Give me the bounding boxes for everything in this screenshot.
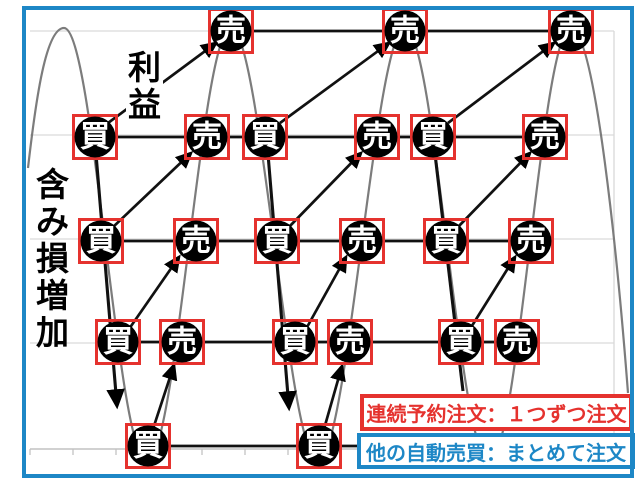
profit-arrow <box>447 41 557 125</box>
profit-arrow <box>279 41 392 125</box>
sell-glyph: 売 <box>186 116 228 158</box>
buy-glyph: 買 <box>274 321 316 363</box>
unrealized-loss-label: 含み損増加 <box>36 166 69 351</box>
kanji-char: 含 <box>36 166 69 203</box>
buy-marker: 買 <box>72 114 118 160</box>
kanji-char: 損 <box>36 240 69 277</box>
kanji-char: み <box>36 203 69 240</box>
profit-arrow <box>304 254 348 330</box>
buy-marker: 買 <box>78 218 124 264</box>
sell-glyph: 売 <box>510 220 552 262</box>
profit-arrow <box>151 362 178 430</box>
sell-glyph: 売 <box>496 321 538 363</box>
sell-marker: 売 <box>159 319 205 365</box>
kanji-char: 増 <box>36 277 69 314</box>
sell-glyph: 売 <box>175 220 217 262</box>
buy-marker: 買 <box>125 423 171 469</box>
loss-arrow <box>94 153 125 410</box>
buy-marker: 買 <box>410 114 456 160</box>
buy-marker: 買 <box>254 218 300 264</box>
buy-glyph: 買 <box>80 220 122 262</box>
buy-marker: 買 <box>242 114 288 160</box>
buy-glyph: 買 <box>298 425 340 467</box>
sell-marker: 売 <box>354 114 400 160</box>
buy-marker: 買 <box>296 423 342 469</box>
buy-glyph: 買 <box>412 116 454 158</box>
buy-glyph: 買 <box>127 425 169 467</box>
loss-arrow <box>266 153 297 412</box>
sell-marker: 売 <box>522 114 568 160</box>
sell-marker: 売 <box>184 114 230 160</box>
profit-arrow <box>111 150 194 229</box>
profit-arrow <box>468 254 517 330</box>
sell-glyph: 売 <box>329 321 371 363</box>
legend-other-autotrade: 他の自動売買：まとめて注文 <box>357 433 635 469</box>
sell-glyph: 売 <box>356 116 398 158</box>
buy-glyph: 買 <box>256 220 298 262</box>
sell-glyph: 売 <box>210 10 252 52</box>
legend-repeat-order: 連続予約注文：１つずつ注文 <box>360 394 633 431</box>
sell-marker: 売 <box>494 319 540 365</box>
buy-marker: 買 <box>423 218 469 264</box>
sell-marker: 売 <box>382 8 428 54</box>
profit-arrow <box>287 150 364 229</box>
sell-marker: 売 <box>327 319 373 365</box>
sell-glyph: 売 <box>384 10 426 52</box>
sell-marker: 売 <box>339 218 385 264</box>
buy-marker: 買 <box>438 319 484 365</box>
buy-glyph: 買 <box>97 321 139 363</box>
profit-arrow <box>322 363 346 430</box>
sell-glyph: 売 <box>341 220 383 262</box>
sell-marker: 売 <box>173 218 219 264</box>
trade-arrows <box>94 41 557 430</box>
buy-glyph: 買 <box>244 116 286 158</box>
sell-glyph: 売 <box>524 116 566 158</box>
kanji-char: 益 <box>128 86 161 123</box>
sell-marker: 売 <box>508 218 554 264</box>
sell-glyph: 売 <box>550 10 592 52</box>
buy-glyph: 買 <box>425 220 467 262</box>
buy-marker: 買 <box>272 319 318 365</box>
kanji-char: 利 <box>128 49 161 86</box>
buy-glyph: 買 <box>74 116 116 158</box>
buy-marker: 買 <box>95 319 141 365</box>
sell-glyph: 売 <box>161 321 203 363</box>
profit-arrow <box>456 150 533 229</box>
sell-marker: 売 <box>548 8 594 54</box>
profit-label: 利益 <box>126 49 163 123</box>
sell-marker: 売 <box>208 8 254 54</box>
kanji-char: 加 <box>36 314 69 351</box>
profit-arrow <box>127 254 181 330</box>
buy-glyph: 買 <box>440 321 482 363</box>
